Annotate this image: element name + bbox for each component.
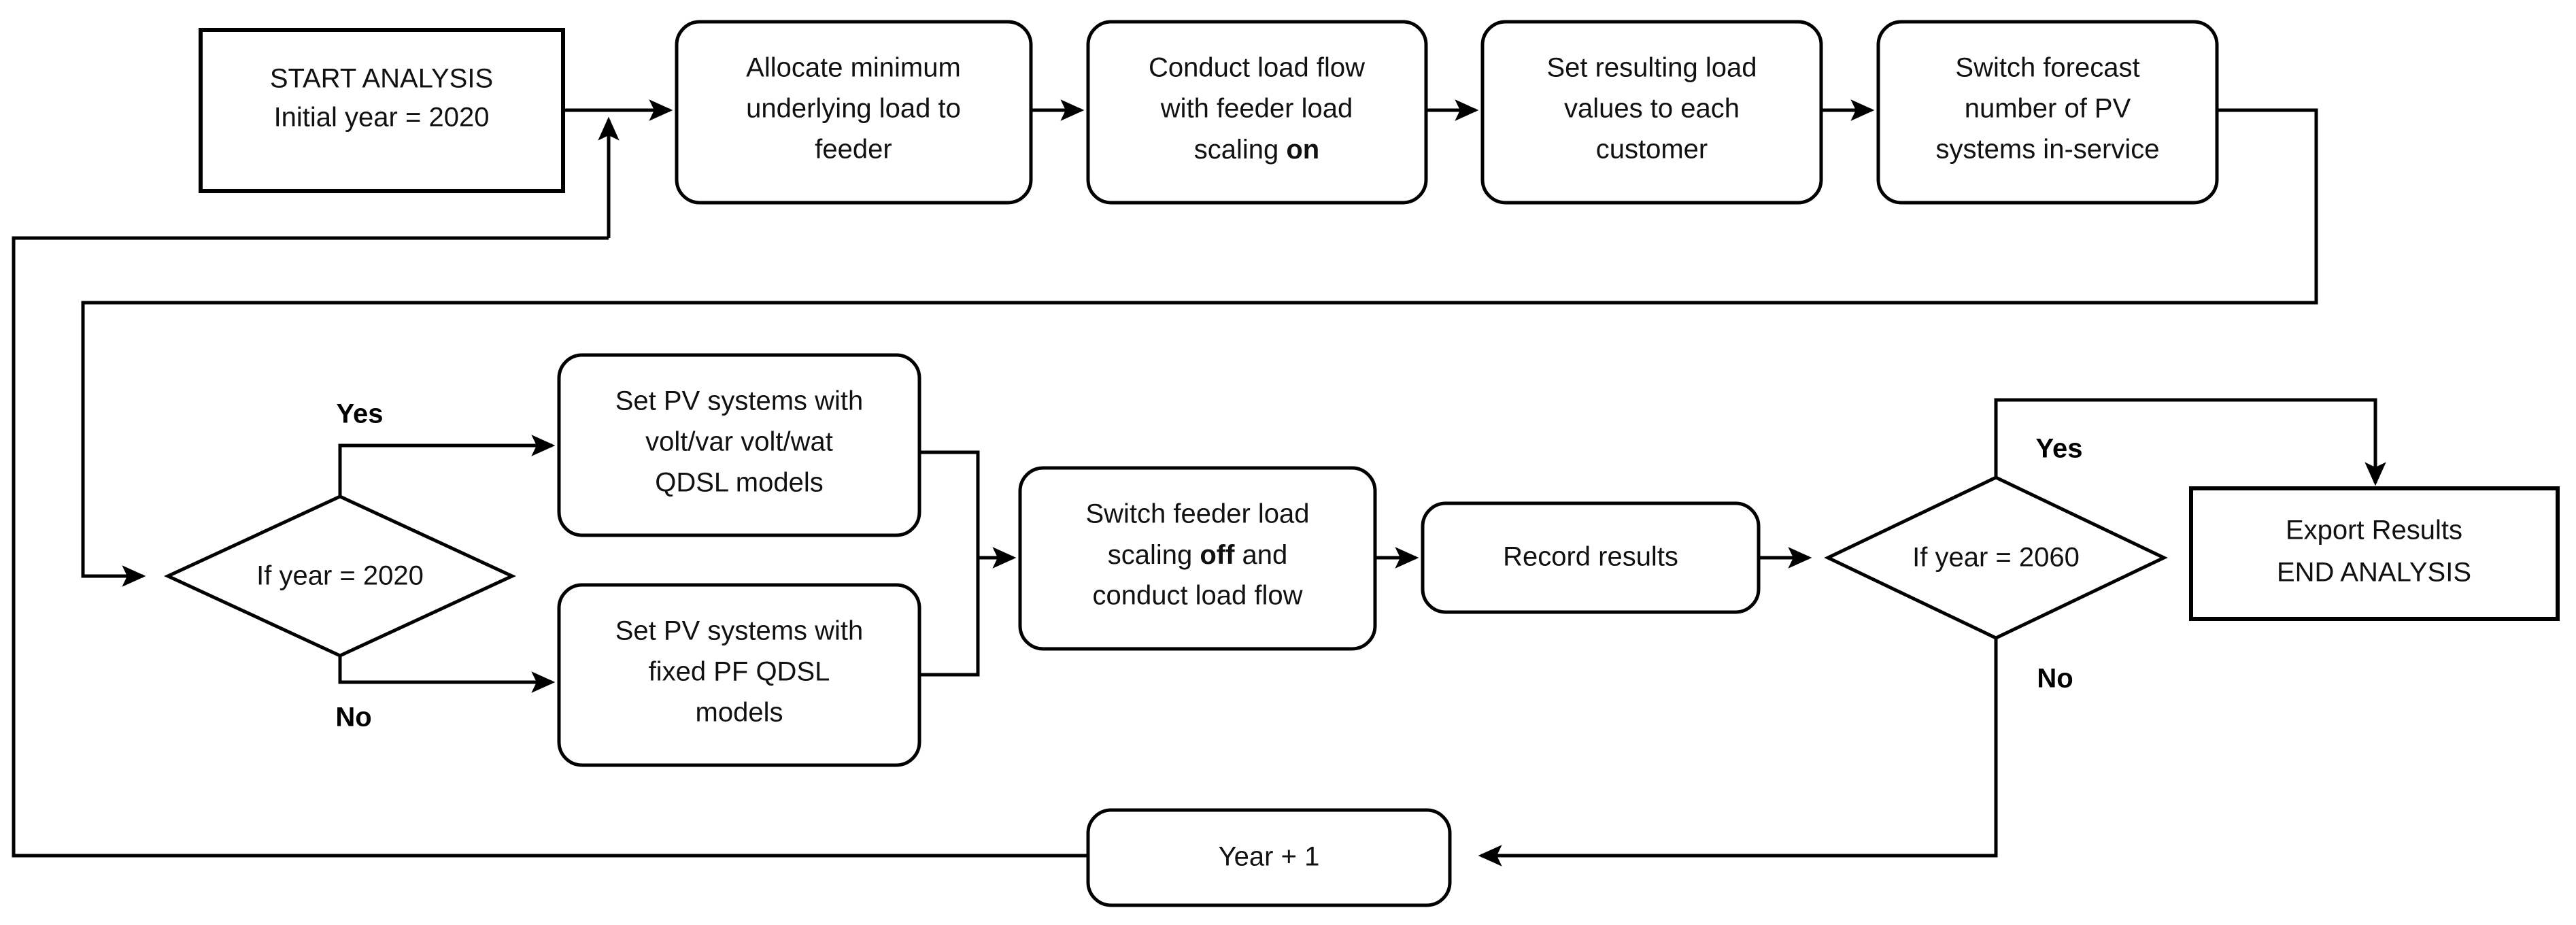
node-switch-forecast-pv-line-2: number of PV	[1965, 94, 2131, 124]
node-year-increment-label: Year + 1	[1219, 842, 1320, 872]
edges-layer	[12, 99, 2386, 867]
node-allocate-load-line-2: underlying load to	[746, 94, 961, 124]
node-allocate-load-line-1: Allocate minimum	[746, 53, 961, 83]
node-scaling-off-load-flow-line-1: Switch feeder load	[1085, 499, 1309, 529]
node-record-results[interactable]: Record results	[1421, 501, 1761, 614]
node-scaling-off-bold: off	[1200, 540, 1235, 570]
node-decision-year-2020-label: If year = 2020	[256, 561, 424, 591]
node-decision-year-2060[interactable]: If year = 2060	[1824, 475, 2168, 640]
node-switch-forecast-pv-line-3: systems in-service	[1936, 135, 2160, 165]
edge-fixedpf-to-merge	[919, 558, 980, 677]
node-load-flow-scaling-on-line-3: scaling on	[1194, 135, 1320, 165]
node-load-flow-scaling-on-bold: on	[1286, 135, 1319, 165]
edge-decision2020-yes	[338, 435, 556, 497]
node-pv-voltvar-voltwatt[interactable]: Set PV systems with volt/var volt/wat QD…	[557, 353, 921, 537]
node-year-increment[interactable]: Year + 1	[1086, 808, 1452, 907]
node-load-flow-scaling-on-line-3-plain: scaling	[1194, 135, 1287, 165]
node-set-load-values-line-3: customer	[1596, 135, 1708, 165]
edge-decision2060-yes	[1994, 398, 2386, 486]
node-load-flow-scaling-on[interactable]: Conduct load flow with feeder load scali…	[1086, 20, 1428, 205]
edge-decision2020-no	[338, 656, 556, 693]
node-load-flow-scaling-on-line-2: with feeder load	[1160, 94, 1353, 124]
branch-label-yes-2020: Yes	[337, 399, 384, 429]
node-set-load-values-line-1: Set resulting load	[1546, 53, 1757, 83]
edge-yearplus1-outer-loop	[12, 236, 1088, 858]
node-scaling-off-load-flow-line-3: conduct load flow	[1092, 581, 1302, 611]
node-pv-fixed-pf[interactable]: Set PV systems with fixed PF QDSL models	[557, 583, 921, 767]
node-export-results-line-2: END ANALYSIS	[2277, 558, 2471, 588]
node-scaling-off-load-flow-line-2: scaling off and	[1108, 540, 1288, 570]
node-pv-fixed-pf-line-1: Set PV systems with	[615, 616, 864, 646]
node-start-analysis-line-1: START ANALYSIS	[270, 64, 493, 94]
node-export-results-line-1: Export Results	[2286, 516, 2462, 545]
node-allocate-load[interactable]: Allocate minimum underlying load to feed…	[675, 20, 1033, 205]
edge-decision2060-no	[1478, 638, 1998, 867]
node-start-analysis[interactable]: START ANALYSIS Initial year = 2020	[199, 28, 565, 193]
node-pv-voltvar-voltwatt-line-2: volt/var volt/wat	[645, 427, 833, 457]
branch-label-yes-2060: Yes	[2036, 434, 2083, 464]
branch-labels-layer: Yes No Yes No	[335, 399, 2082, 733]
node-export-results[interactable]: Export Results END ANALYSIS	[2189, 486, 2560, 621]
node-switch-forecast-pv-line-1: Switch forecast	[1955, 53, 2139, 83]
branch-label-no-2020: No	[335, 703, 371, 733]
branch-label-no-2060: No	[2037, 664, 2073, 694]
node-switch-forecast-pv[interactable]: Switch forecast number of PV systems in-…	[1876, 20, 2219, 205]
node-set-load-values-line-2: values to each	[1564, 94, 1740, 124]
node-decision-year-2060-label: If year = 2060	[1912, 543, 2080, 573]
node-record-results-label: Record results	[1503, 542, 1678, 572]
node-start-analysis-line-2: Initial year = 2020	[274, 103, 490, 133]
edge-switchpv-to-decision2020	[81, 108, 2318, 587]
node-scaling-off-line-2-plain: scaling	[1108, 540, 1200, 570]
node-decision-year-2020[interactable]: If year = 2020	[164, 494, 516, 658]
node-allocate-load-line-3: feeder	[815, 135, 892, 165]
node-pv-voltvar-voltwatt-line-3: QDSL models	[655, 468, 824, 498]
node-pv-fixed-pf-line-3: models	[696, 698, 783, 728]
nodes-layer: START ANALYSIS Initial year = 2020 Alloc…	[164, 20, 2560, 907]
node-scaling-off-line-2-tail: and	[1234, 540, 1287, 570]
node-set-load-values[interactable]: Set resulting load values to each custom…	[1480, 20, 1823, 205]
node-pv-fixed-pf-line-2: fixed PF QDSL	[649, 657, 830, 687]
node-load-flow-scaling-on-line-1: Conduct load flow	[1149, 53, 1365, 83]
node-pv-voltvar-voltwatt-line-1: Set PV systems with	[615, 386, 864, 416]
edge-voltvar-to-merge	[919, 450, 980, 558]
node-scaling-off-load-flow[interactable]: Switch feeder load scaling off and condu…	[1018, 466, 1377, 651]
